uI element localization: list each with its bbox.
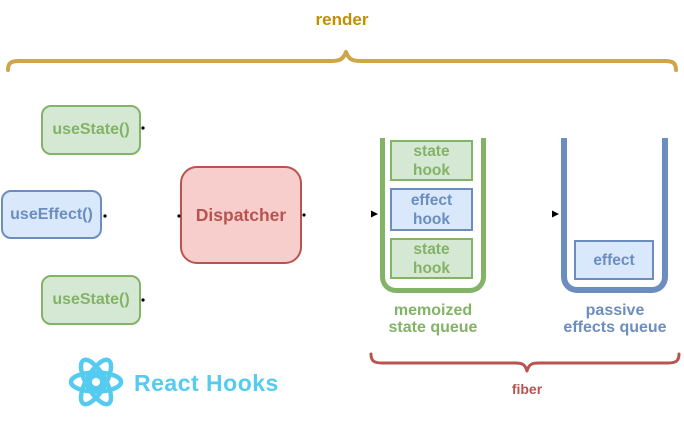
usestate-box-bottom-label: useState() [52, 291, 130, 308]
connector-arrowhead [552, 210, 559, 218]
connector-arrowhead [371, 210, 378, 218]
state-hook-item-2: state hook [390, 238, 473, 279]
state-hook-item-1-line2: hook [412, 161, 451, 179]
state-hook-item-1-line1: state [413, 142, 450, 160]
react-logo-icon [68, 357, 124, 407]
useeffect-box: useEffect() [1, 190, 102, 239]
usestate-box-top-label: useState() [52, 121, 130, 138]
render-brace [6, 50, 678, 72]
effects-queue-label: passive effects queue [550, 302, 680, 336]
effect-item-label: effect [593, 251, 635, 269]
effect-hook-item-line2: hook [412, 210, 451, 228]
fiber-label: fiber [511, 381, 543, 397]
fiber-brace [369, 352, 681, 373]
effects-queue-container [561, 138, 668, 293]
connector-dot [103, 214, 107, 218]
memoized-queue-label: memoized state queue [373, 302, 493, 336]
effects-queue-label-line1: passive [585, 302, 645, 319]
dispatcher-box: Dispatcher [180, 166, 302, 264]
connector-dot [302, 213, 306, 217]
render-label: render [315, 10, 369, 29]
usestate-box-top: useState() [41, 105, 141, 155]
usestate-box-bottom: useState() [41, 275, 141, 325]
connector-dot [141, 126, 145, 130]
effect-hook-item: effect hook [390, 188, 473, 231]
memoized-queue-label-line2: state queue [388, 319, 478, 336]
state-hook-item-1: state hook [390, 140, 473, 181]
effect-hook-item-line1: effect [410, 191, 453, 209]
state-hook-item-2-line1: state [413, 240, 450, 258]
state-hook-item-2-line2: hook [412, 259, 451, 277]
useeffect-box-label: useEffect() [10, 205, 93, 223]
connector-dot [141, 298, 145, 302]
memoized-queue-label-line1: memoized [393, 302, 473, 319]
memoized-queue-container [380, 138, 486, 293]
react-hooks-wordmark: React Hooks [134, 370, 279, 396]
dispatcher-label: Dispatcher [195, 204, 287, 225]
effects-queue-label-line2: effects queue [563, 319, 667, 336]
effect-item: effect [574, 240, 654, 280]
